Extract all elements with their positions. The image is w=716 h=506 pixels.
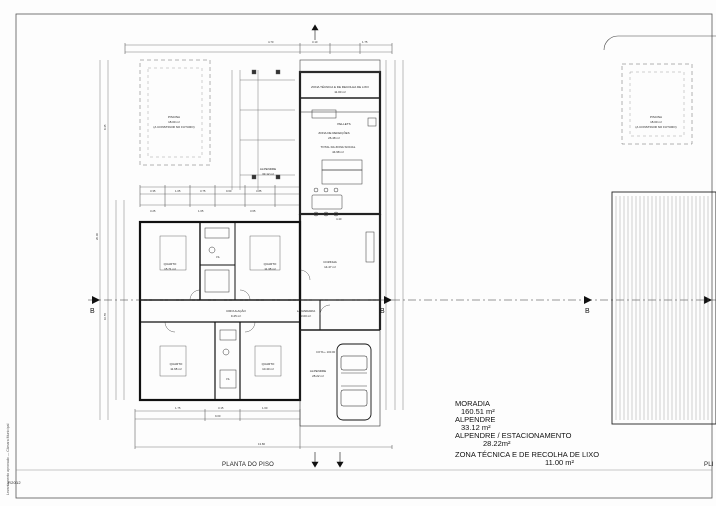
alpendre-est-area: 28.22 m² bbox=[312, 374, 324, 378]
quarto2-area: 11.38 m² bbox=[264, 267, 276, 271]
pool-left-note: (A CONSTRUIR NO FUTURO) bbox=[153, 125, 194, 129]
quarto2-label: QUARTO bbox=[264, 262, 277, 266]
dim-top-a: 4.70 bbox=[268, 40, 274, 44]
wc1-label: I.S. bbox=[216, 255, 221, 259]
dim-row2-b: 1.65 bbox=[198, 209, 204, 213]
cota-label: COTA + 100.00 bbox=[316, 350, 336, 354]
pool-right-area: 18.00 m² bbox=[650, 120, 662, 124]
section-marker-left: B bbox=[90, 308, 95, 315]
dim-left-b: 10.55 bbox=[103, 313, 107, 320]
summary-alpendre-area: 33.12 m² bbox=[461, 423, 491, 432]
bedroom-wing-walls bbox=[138, 220, 380, 402]
dim-bottom-b: 3.15 bbox=[218, 406, 224, 410]
sheet-code: R2012 bbox=[8, 480, 21, 485]
dim-row2-d: 4.40 bbox=[336, 217, 342, 221]
dim-row1-b: 1.05 bbox=[175, 189, 181, 193]
quarto3-label: QUARTO bbox=[170, 362, 183, 366]
zona-tecnica-label: ZONA TÉCNICA E DE RECOLHA DE LIXO bbox=[311, 84, 369, 89]
dim-bottom-a: 1.75 bbox=[175, 406, 181, 410]
right-plan bbox=[603, 35, 716, 425]
summary-alpendre-label: ALPENDRE bbox=[455, 415, 496, 424]
bathroom-fixtures bbox=[204, 227, 237, 389]
pellets-label: PELLETS bbox=[337, 122, 350, 126]
dim-left-total: 20.00 bbox=[95, 233, 99, 240]
pool-left-area: 18.00 m² bbox=[168, 120, 180, 124]
circulacao-area: 9.45 m² bbox=[231, 314, 241, 318]
pool-left bbox=[139, 59, 211, 166]
level-markers bbox=[311, 24, 344, 468]
cozinha-label: COZINHA bbox=[323, 260, 337, 264]
dim-top-c: 1.75 bbox=[362, 40, 368, 44]
dim-bottom-sub: 9.00 bbox=[215, 414, 221, 418]
roof-hatching bbox=[615, 196, 713, 420]
dimension-ticks bbox=[124, 43, 393, 449]
lavandaria-area: 3.00 m² bbox=[301, 314, 311, 318]
carport bbox=[299, 329, 381, 427]
social-furniture bbox=[311, 109, 377, 263]
alpendre-top-label: ALPENDRE bbox=[260, 167, 276, 171]
quarto4-label: QUARTO bbox=[262, 362, 275, 366]
pool-right-note: (A CONSTRUIR NO FUTURO) bbox=[635, 125, 676, 129]
summary-zona-tecnica-area: 11.00 m² bbox=[545, 458, 575, 467]
pool-right-label: PISCINA bbox=[650, 115, 662, 119]
car-outline bbox=[336, 343, 372, 421]
cozinha-area: 14.47 m² bbox=[324, 265, 336, 269]
dim-row1-e: 3.85 bbox=[256, 189, 262, 193]
plan-title-right: PLI bbox=[704, 462, 714, 468]
zona-refeicoes-area: 26.48 m² bbox=[328, 136, 340, 140]
dimension-lines bbox=[99, 44, 404, 448]
total-social-area: 44.98 m² bbox=[332, 150, 344, 154]
section-marker-right: B bbox=[585, 308, 590, 315]
summary-alpendre-est-label: ALPENDRE / ESTACIONAMENTO bbox=[455, 431, 572, 440]
pool-left-label: PISCINA bbox=[168, 115, 180, 119]
quarto1-area: 15.71 m² bbox=[164, 267, 176, 271]
zona-refeicoes-label: ZONA DE REFEIÇÕES bbox=[318, 130, 349, 135]
beds bbox=[159, 235, 282, 377]
dim-top-b: 3.10 bbox=[312, 40, 318, 44]
summary-alpendre-est-area: 28.22m² bbox=[483, 439, 511, 448]
door-swings bbox=[164, 269, 331, 333]
quarto1-label: QUARTO bbox=[164, 262, 177, 266]
dim-row2-a: 3.25 bbox=[150, 209, 156, 213]
plan-title: PLANTA DO PISO bbox=[222, 462, 275, 468]
zona-tecnica-box bbox=[299, 59, 381, 73]
quarto3-area: 11.68 m² bbox=[170, 367, 182, 371]
zona-tecnica-area: 11.00 m² bbox=[334, 90, 346, 94]
dim-left-a: 8.45 bbox=[103, 124, 107, 130]
dim-row1-c: 3.75 bbox=[200, 189, 206, 193]
total-social-label: TOTAL DA ZONA SOCIAL bbox=[321, 145, 356, 149]
circulacao-label: CIRCULAÇÃO bbox=[226, 308, 246, 313]
alpendre-top-grid bbox=[240, 69, 295, 180]
dim-row1-a: 3.35 bbox=[150, 189, 156, 193]
dim-row2-c: 3.65 bbox=[250, 209, 256, 213]
summary-moradia-area: 160.51 m² bbox=[461, 407, 495, 416]
section-line-b bbox=[88, 296, 716, 304]
dim-row1-d: 0.60 bbox=[226, 189, 232, 193]
alpendre-est-label: ALPENDRE bbox=[310, 369, 326, 373]
alpendre-top-area: 33.12 m² bbox=[262, 172, 274, 176]
wc2-label: I.S. bbox=[226, 377, 231, 381]
area-summary: MORADIA 160.51 m² ALPENDRE 33.12 m² ALPE… bbox=[455, 400, 599, 467]
section-marker-mid: B bbox=[380, 308, 385, 315]
summary-zona-tecnica-label: ZONA TÉCNICA E DE RECOLHA DE LIXO bbox=[455, 450, 600, 459]
dim-bottom-c: 1.60 bbox=[262, 406, 268, 410]
summary-moradia-label: MORADIA bbox=[455, 399, 491, 408]
dim-bottom-total: 13.80 bbox=[258, 442, 265, 446]
lavandaria-label: LAVANDARIA bbox=[297, 309, 316, 313]
quarto4-area: 10.40 m² bbox=[262, 367, 274, 371]
